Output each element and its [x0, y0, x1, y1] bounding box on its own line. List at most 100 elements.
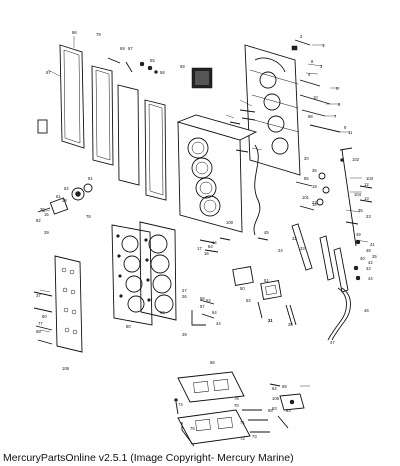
cylinder-block[interactable] — [176, 114, 258, 233]
linkage-rod[interactable] — [339, 147, 357, 247]
svg-text:66: 66 — [210, 360, 215, 365]
fuel-hose[interactable] — [327, 287, 351, 341]
svg-text:30: 30 — [40, 207, 45, 212]
svg-text:65: 65 — [282, 384, 287, 389]
svg-text:37: 37 — [36, 293, 41, 298]
svg-text:35: 35 — [358, 208, 363, 213]
thermostat-housing[interactable] — [37, 183, 93, 215]
svg-text:102: 102 — [352, 157, 360, 162]
cylinder-head-gasket-outer[interactable] — [59, 44, 85, 149]
svg-text:80: 80 — [126, 324, 131, 329]
cover-plate-1[interactable] — [117, 84, 140, 186]
svg-text:83: 83 — [286, 408, 291, 413]
svg-text:1: 1 — [322, 43, 325, 48]
bolt-set-top[interactable] — [107, 57, 158, 74]
svg-text:58: 58 — [160, 70, 165, 75]
svg-text:32: 32 — [292, 236, 297, 241]
links-vertical[interactable] — [291, 223, 349, 293]
dowel-top[interactable] — [291, 39, 311, 51]
bracket-j[interactable] — [191, 299, 215, 326]
cover-bolts-left[interactable] — [33, 291, 53, 345]
svg-text:69: 69 — [120, 46, 125, 51]
svg-text:14: 14 — [212, 240, 217, 245]
exhaust-hardware[interactable] — [174, 398, 271, 433]
svg-text:4: 4 — [308, 72, 311, 77]
small-gasket[interactable] — [37, 119, 48, 134]
svg-text:12: 12 — [364, 182, 369, 187]
svg-text:19: 19 — [312, 184, 317, 189]
svg-text:3: 3 — [320, 64, 323, 69]
hose-fittings-center[interactable] — [257, 301, 297, 326]
svg-text:67: 67 — [46, 70, 51, 75]
svg-text:44: 44 — [368, 276, 373, 281]
crankcase-bolts[interactable] — [299, 79, 341, 133]
svg-text:36: 36 — [312, 168, 317, 173]
svg-text:90: 90 — [160, 310, 165, 315]
reed-block[interactable] — [191, 67, 213, 89]
svg-text:103: 103 — [366, 176, 374, 181]
svg-text:25: 25 — [372, 254, 377, 259]
o-ring-seal[interactable] — [253, 144, 261, 236]
svg-text:101: 101 — [302, 195, 310, 200]
svg-text:29: 29 — [182, 332, 187, 337]
svg-text:9: 9 — [344, 125, 347, 130]
svg-text:71: 71 — [240, 420, 245, 425]
image-caption: MercuryPartsOnline v2.5.1 (Image Copyrig… — [3, 452, 294, 464]
svg-text:79: 79 — [96, 32, 101, 37]
svg-text:55: 55 — [150, 58, 155, 63]
svg-text:59: 59 — [180, 64, 185, 69]
exhaust-gasket-bottom[interactable] — [177, 371, 245, 403]
svg-text:2: 2 — [300, 34, 303, 39]
svg-text:20: 20 — [304, 156, 309, 161]
svg-text:56: 56 — [200, 296, 205, 301]
svg-text:17: 17 — [197, 246, 202, 251]
svg-text:42: 42 — [368, 260, 373, 265]
bypass-bolts[interactable] — [199, 237, 269, 253]
svg-text:73: 73 — [252, 434, 257, 439]
water-cover-plate[interactable] — [54, 255, 83, 353]
svg-text:70: 70 — [234, 403, 239, 408]
svg-text:74: 74 — [178, 402, 183, 407]
svg-text:31: 31 — [268, 318, 273, 323]
svg-text:61: 61 — [56, 194, 61, 199]
cover-gasket-1[interactable] — [91, 65, 114, 166]
svg-text:88: 88 — [308, 114, 313, 119]
exhaust-plate-bottom[interactable] — [177, 409, 251, 447]
exploded-parts-diagram: 1 2 3 4 5 6 7 8 9 10 11 12 13 14 15 16 1… — [33, 30, 377, 447]
svg-text:77: 77 — [38, 321, 43, 326]
svg-text:22: 22 — [312, 200, 317, 205]
svg-text:104: 104 — [354, 192, 362, 197]
svg-text:7: 7 — [334, 114, 337, 119]
svg-text:48: 48 — [366, 248, 371, 253]
svg-text:52: 52 — [206, 298, 211, 303]
svg-text:84: 84 — [208, 244, 213, 249]
svg-text:33: 33 — [300, 246, 305, 251]
block-studs[interactable] — [229, 109, 256, 153]
svg-text:106: 106 — [62, 366, 70, 371]
pressure-valve-bracket[interactable] — [269, 383, 305, 429]
gasket-small-square[interactable] — [232, 266, 254, 286]
svg-text:43: 43 — [366, 266, 371, 271]
svg-text:53: 53 — [246, 298, 251, 303]
crankcase-block[interactable] — [244, 44, 301, 176]
cam-follower-group[interactable] — [295, 172, 330, 211]
svg-text:40: 40 — [360, 256, 365, 261]
svg-text:45: 45 — [264, 230, 269, 235]
plate-small-square[interactable] — [260, 280, 282, 300]
svg-text:50: 50 — [240, 286, 245, 291]
svg-text:10: 10 — [313, 95, 318, 100]
svg-text:82: 82 — [36, 218, 41, 223]
svg-text:38: 38 — [62, 198, 67, 203]
svg-text:75: 75 — [190, 426, 195, 431]
svg-text:23: 23 — [366, 214, 371, 219]
svg-text:15: 15 — [44, 212, 49, 217]
cover-gasket-2[interactable] — [144, 99, 167, 201]
right-clips[interactable] — [345, 185, 373, 281]
svg-text:72: 72 — [240, 436, 245, 441]
svg-text:81: 81 — [88, 176, 93, 181]
svg-text:105: 105 — [272, 396, 280, 401]
svg-text:51: 51 — [264, 278, 269, 283]
svg-text:13: 13 — [364, 196, 369, 201]
head-gasket[interactable] — [139, 221, 177, 321]
cylinder-head[interactable] — [111, 224, 153, 326]
